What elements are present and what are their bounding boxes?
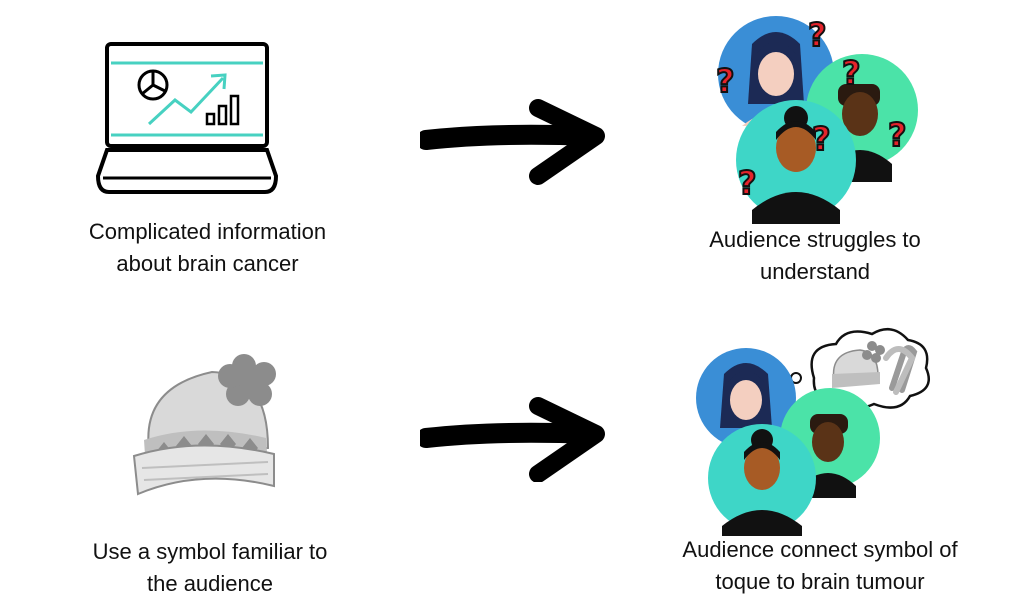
caption-line-1: Audience connect symbol of: [682, 537, 958, 562]
caption-line-2: the audience: [147, 571, 273, 596]
question-mark-icon: ?: [808, 16, 827, 54]
question-mark-icon: ?: [812, 120, 831, 158]
caption-audience-connect: Audience connect symbol of toque to brai…: [640, 534, 1000, 598]
question-mark-icon: ?: [842, 54, 861, 92]
caption-line-1: Use a symbol familiar to: [92, 539, 328, 564]
confused-audience-icon: ? ? ? ? ? ?: [715, 15, 918, 224]
caption-line-1: Audience struggles to: [709, 227, 921, 252]
arrow-right-icon: [420, 99, 605, 185]
question-mark-icon: ?: [888, 116, 907, 154]
caption-use-symbol: Use a symbol familiar to the audience: [50, 536, 370, 600]
caption-line-2: about brain cancer: [116, 251, 299, 276]
caption-line-2: toque to brain tumour: [715, 569, 925, 594]
question-mark-icon: ?: [716, 62, 735, 100]
thinking-audience-icon: [696, 327, 930, 536]
caption-line-2: understand: [759, 259, 871, 284]
arrow-right-icon: [420, 397, 605, 482]
caption-complicated-info: Complicated information about brain canc…: [50, 216, 365, 280]
question-mark-icon: ?: [738, 164, 757, 202]
laptop-chart-icon: [95, 42, 279, 194]
caption-audience-struggles: Audience struggles to understand: [660, 224, 970, 288]
caption-line-1: Complicated information: [88, 219, 327, 244]
toque-hat-icon: [132, 354, 276, 496]
